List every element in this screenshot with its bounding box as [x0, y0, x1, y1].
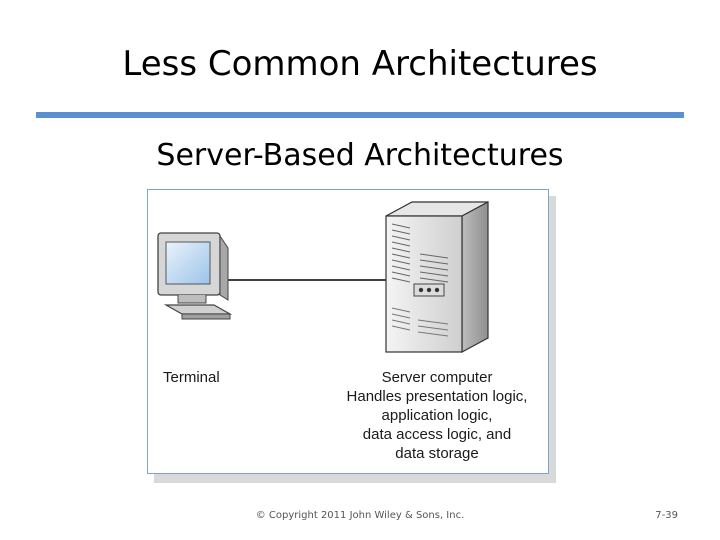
server-label-line: application logic, [381, 407, 493, 424]
title-rule [36, 112, 684, 118]
architecture-figure: Terminal Server computer Handles present… [147, 189, 549, 474]
terminal-label: Terminal [163, 369, 220, 386]
server-tower-icon [385, 200, 489, 354]
diagram-artwork [157, 200, 489, 354]
page-number: 7-39 [655, 510, 678, 521]
slide-subtitle: Server-Based Architectures [156, 138, 564, 173]
server-label-line: Handles presentation logic, [346, 388, 528, 405]
copyright-footer: © Copyright 2011 John Wiley & Sons, Inc. [255, 510, 465, 521]
terminal-monitor-icon [157, 232, 233, 320]
server-label-line: data access logic, and [362, 426, 512, 443]
server-label-line: Server computer [381, 369, 493, 386]
slide-title: Less Common Architectures [122, 44, 598, 84]
server-description: Server computer Handles presentation log… [324, 368, 550, 463]
server-label-line: data storage [395, 445, 479, 462]
